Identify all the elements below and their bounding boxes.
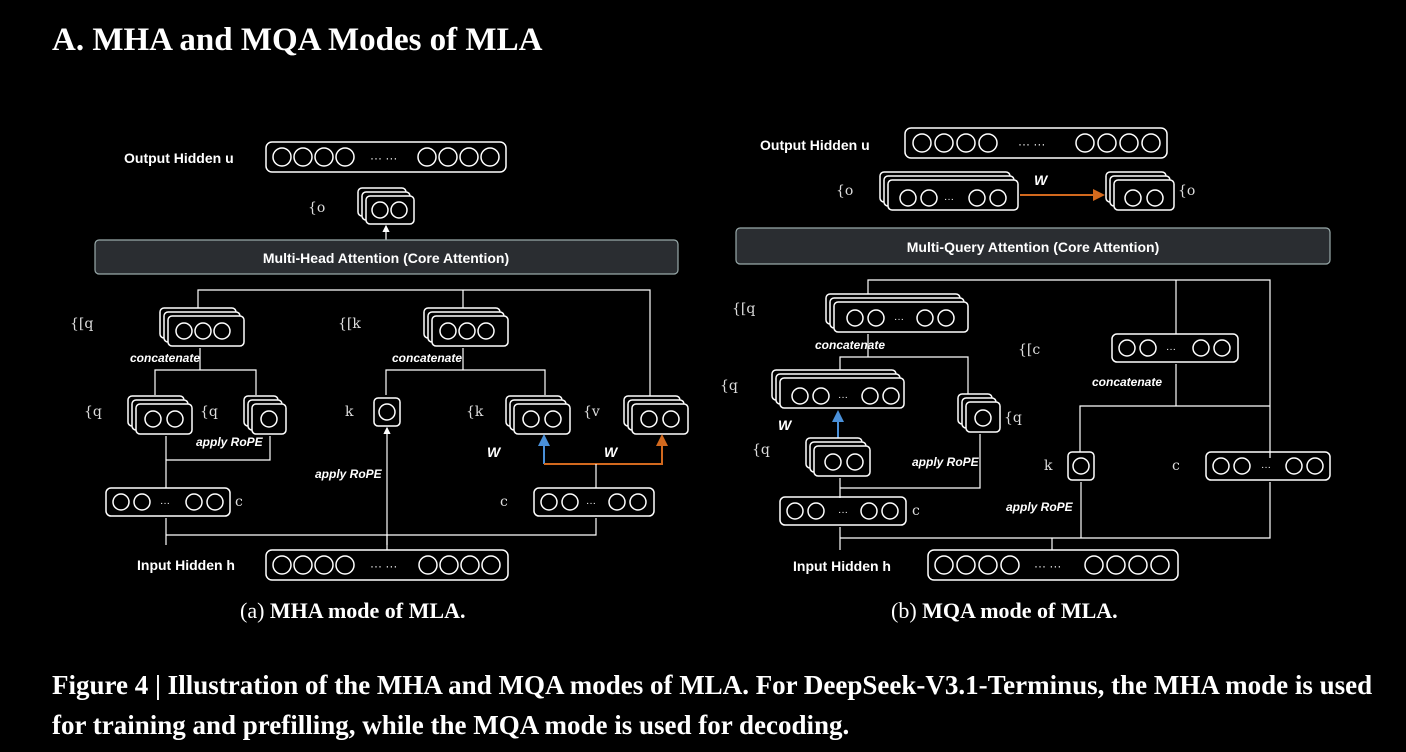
a-qc-label: {q — [84, 404, 102, 420]
caption-a: (a) MHA mode of MLA. — [240, 598, 465, 624]
b-ckv-kr-vector — [1111, 333, 1239, 363]
diagram-b: Output Hidden u ··· ··· {o ··· W {o Mult… — [720, 127, 1331, 581]
a-qr-label: {q — [200, 404, 218, 420]
svg-text:···: ··· — [944, 194, 954, 205]
b-attention-label: Multi-Query Attention (Core Attention) — [907, 239, 1160, 255]
b-output-dots: ··· ··· — [1018, 137, 1045, 151]
b-ckv-vector — [1205, 451, 1331, 481]
b-qc-label: {q — [752, 442, 770, 458]
b-output-label: Output Hidden u — [760, 137, 870, 153]
b-input-dots: ··· ··· — [1034, 559, 1061, 573]
a-cq-label: c — [235, 494, 243, 510]
a-input-vector — [265, 549, 509, 581]
caption-b-text: MQA mode of MLA. — [922, 598, 1118, 623]
b-apply-rope-1: apply RoPE — [912, 455, 980, 469]
b-qa-stack — [771, 369, 905, 409]
b-qr-stack — [957, 393, 1001, 433]
a-apply-rope-2: apply RoPE — [315, 467, 383, 481]
a-vc-label: {v — [583, 404, 600, 420]
b-ckv-kr-label: {[c — [1018, 342, 1040, 358]
b-oc-stack — [879, 171, 1019, 211]
b-input-vector — [927, 549, 1179, 581]
svg-text:···: ··· — [838, 507, 848, 518]
a-ckv-vector — [533, 487, 655, 517]
a-concatenate-2: concatenate — [392, 351, 462, 365]
svg-text:···: ··· — [586, 498, 596, 509]
b-o-stack — [1105, 171, 1175, 211]
a-qc-stack — [127, 395, 193, 435]
caption-b: (b) MQA mode of MLA. — [891, 598, 1118, 624]
diagram-a: Output Hidden u ··· ··· {o Multi-Head At… — [70, 141, 689, 581]
diagram-svg: Output Hidden u ··· ··· {o Multi-Head At… — [70, 127, 1331, 581]
b-cq-label: c — [912, 503, 920, 519]
caption-a-text: MHA mode of MLA. — [269, 598, 466, 623]
b-apply-rope-2: apply RoPE — [1006, 500, 1074, 514]
b-wuv-label: W — [1034, 172, 1049, 188]
b-concatenate-1: concatenate — [815, 338, 885, 352]
b-qr-label: {q — [1004, 410, 1022, 426]
a-attention-box — [94, 239, 679, 275]
b-concatenate-2: concatenate — [1092, 375, 1162, 389]
a-kc-label: {k — [466, 404, 484, 420]
svg-text:···: ··· — [160, 498, 170, 509]
a-wuk-label: W — [487, 444, 502, 460]
a-output-dots: ··· ··· — [370, 151, 397, 165]
a-o-stack — [357, 187, 415, 225]
b-qa-cat-label: {[q — [732, 301, 755, 317]
b-qa-cat-stack — [825, 293, 969, 333]
caption-b-id: (b) — [891, 598, 917, 623]
a-output-vector — [265, 141, 507, 173]
a-kcat-stack — [423, 307, 509, 347]
svg-text:···: ··· — [1261, 462, 1271, 473]
a-kr-label: k — [345, 404, 354, 420]
b-oc-label: {o — [836, 183, 853, 199]
a-input-dots: ··· ··· — [370, 559, 397, 573]
b-output-vector — [904, 127, 1168, 159]
a-o-label: {o — [308, 200, 325, 216]
caption-a-id: (a) — [240, 598, 265, 623]
section-title: A. MHA and MQA Modes of MLA — [52, 22, 543, 58]
b-wuk-label: W — [778, 417, 793, 433]
b-qa-label: {q — [720, 378, 738, 394]
figure-caption-text: For DeepSeek-V3.1-Terminus, the MHA mode… — [52, 670, 1373, 740]
b-kr-label: k — [1044, 458, 1053, 474]
a-ckv-label: c — [500, 494, 508, 510]
a-vc-stack — [623, 395, 689, 435]
svg-text:···: ··· — [894, 314, 904, 325]
a-cq-vector — [105, 487, 231, 517]
a-output-label: Output Hidden u — [124, 150, 234, 166]
b-o-label: {o — [1178, 183, 1195, 199]
b-input-label: Input Hidden h — [793, 558, 891, 574]
a-qr-stack — [243, 395, 287, 435]
a-attention-label: Multi-Head Attention (Core Attention) — [263, 250, 509, 266]
svg-text:···: ··· — [1166, 344, 1176, 355]
figure-caption-prefix: Figure 4 | Illustration of the MHA and M… — [52, 670, 749, 700]
a-kc-stack — [505, 395, 571, 435]
b-cq-vector — [779, 496, 907, 526]
a-qcat-stack — [159, 307, 245, 347]
svg-text:···: ··· — [838, 392, 848, 403]
b-attention-box — [735, 227, 1331, 265]
a-input-label: Input Hidden h — [137, 557, 235, 573]
figure-caption: Figure 4 | Illustration of the MHA and M… — [52, 665, 1382, 745]
b-qc-stack — [805, 437, 871, 477]
b-ckv-label: c — [1172, 458, 1180, 474]
a-apply-rope-1: apply RoPE — [196, 435, 264, 449]
a-kcat-label: {[k — [338, 316, 361, 332]
a-concatenate-1: concatenate — [130, 351, 200, 365]
a-qcat-label: {[q — [70, 316, 93, 332]
a-wuv-label: W — [604, 444, 619, 460]
